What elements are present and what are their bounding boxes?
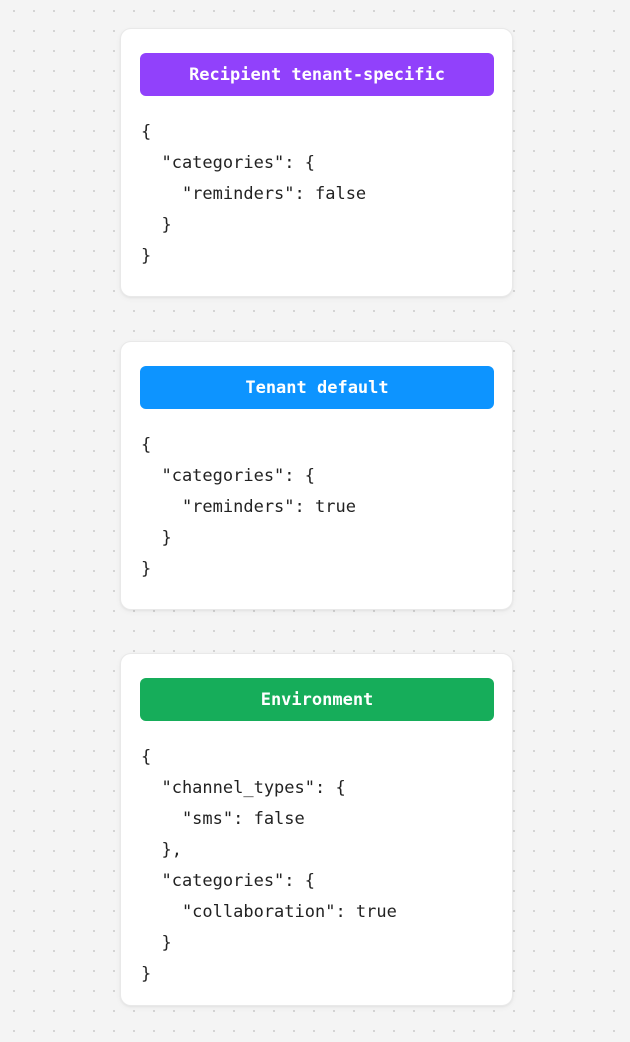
code-block-environment: { "channel_types": { "sms": false }, "ca… bbox=[141, 747, 397, 984]
badge-environment: Environment bbox=[140, 678, 494, 721]
code-block-tenant-default: { "categories": { "reminders": true } } bbox=[141, 435, 356, 579]
card-tenant-default: Tenant default { "categories": { "remind… bbox=[120, 341, 513, 610]
card-recipient-tenant-specific: Recipient tenant-specific { "categories"… bbox=[120, 28, 513, 297]
badge-recipient-tenant-specific: Recipient tenant-specific bbox=[140, 53, 494, 96]
badge-tenant-default: Tenant default bbox=[140, 366, 494, 409]
code-block-recipient-tenant-specific: { "categories": { "reminders": false } } bbox=[141, 122, 367, 266]
card-environment: Environment { "channel_types": { "sms": … bbox=[120, 653, 513, 1006]
